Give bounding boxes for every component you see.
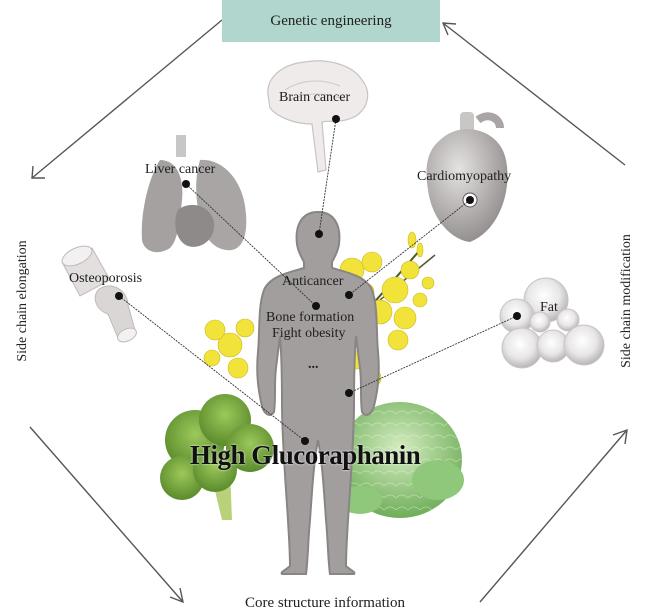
fat-label: Fat (540, 300, 558, 315)
broccoli-image (160, 394, 274, 520)
connector-lines (118, 118, 518, 442)
dot-fat (513, 312, 521, 320)
dot-chest (345, 291, 353, 299)
liver-cancer-label: Liver cancer (145, 162, 216, 177)
dot-bone (115, 292, 123, 300)
connector-heart (348, 199, 471, 296)
connector-liver (185, 183, 317, 307)
arrow-core-to-modification (479, 428, 628, 603)
cardiomyopathy-label: Cardiomyopathy (417, 169, 512, 184)
ellipsis-label: ... (308, 357, 319, 372)
cycle-arrows (29, 19, 628, 604)
dot-brain (332, 115, 340, 123)
connector-fat (348, 315, 518, 394)
core-structure-information-label: Core structure information (245, 595, 405, 611)
arrow-modification-to-genetic (441, 22, 626, 166)
connector-bone (118, 295, 306, 442)
bone-joint-icon (61, 245, 137, 343)
genetic-engineering-box: Genetic engineering (222, 0, 440, 42)
brain-icon (267, 60, 369, 173)
brain-cancer-label: Brain cancer (279, 90, 351, 105)
bone-formation-label: Bone formation (266, 310, 355, 325)
dot-torso (312, 302, 320, 310)
arrow-genetic-to-elongation (31, 19, 223, 179)
anticancer-label: Anticancer (282, 274, 344, 289)
connector-brain (318, 118, 337, 235)
side-chain-modification-label: Side chain modification (619, 234, 634, 368)
arrow-elongation-to-core (29, 426, 184, 604)
human-body-silhouette (256, 210, 380, 575)
cabbage-image (338, 402, 464, 518)
high-glucoraphanin-title: High Glucoraphanin (190, 440, 421, 470)
connector-dots (115, 115, 521, 445)
fight-obesity-label: Fight obesity (272, 326, 346, 341)
dot-head (315, 230, 323, 238)
dot-liver (182, 180, 190, 188)
dot-hip (345, 389, 353, 397)
heart-icon (426, 112, 508, 242)
dot-leg (301, 437, 309, 445)
side-chain-elongation-label: Side chain elongation (15, 240, 30, 362)
genetic-engineering-label: Genetic engineering (270, 12, 392, 29)
dot-heart (466, 196, 474, 204)
osteoporosis-label: Osteoporosis (69, 271, 143, 286)
fat-cells-icon (499, 277, 605, 369)
lungs-liver-icon (141, 135, 247, 253)
